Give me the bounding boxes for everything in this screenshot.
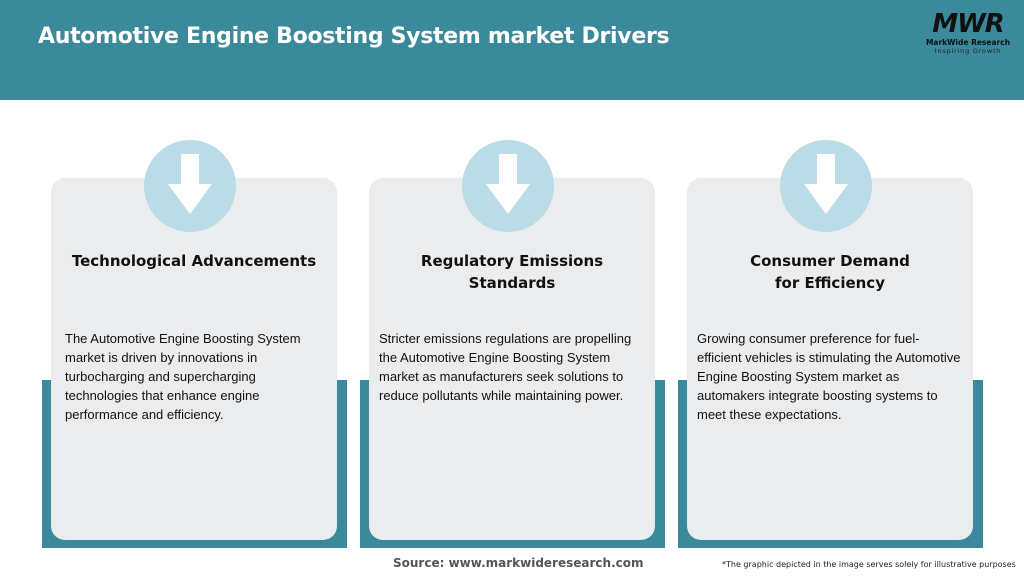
driver-card-1: Technological Advancements The Automotiv… xyxy=(42,140,356,550)
markwide-research-logo: MWR MarkWide Research Inspiring Growth xyxy=(920,10,1016,58)
logo-mark: MWR xyxy=(932,9,1005,39)
card-body: Growing consumer preference for fuel-eff… xyxy=(697,331,961,422)
arrow-down-icon xyxy=(780,140,872,232)
card-panel: Regulatory Emissions Standards Stricter … xyxy=(369,178,655,540)
card-panel: Consumer Demand for Efficiency Growing c… xyxy=(687,178,973,540)
card-body: Stricter emissions regulations are prope… xyxy=(379,331,632,403)
card-title: Regulatory Emissions Standards xyxy=(420,252,604,292)
page-title: Automotive Engine Boosting System market… xyxy=(38,24,670,49)
card-title: Technological Advancements xyxy=(71,252,317,270)
arrow-down-icon xyxy=(144,140,236,232)
driver-card-2: Regulatory Emissions Standards Stricter … xyxy=(360,140,674,550)
logo-name: MarkWide Research xyxy=(925,38,1011,47)
source-credit: Source: www.markwideresearch.com xyxy=(393,556,644,570)
card-panel: Technological Advancements The Automotiv… xyxy=(51,178,337,540)
disclaimer-note: *The graphic depicted in the image serve… xyxy=(722,560,1016,569)
driver-card-3: Consumer Demand for Efficiency Growing c… xyxy=(678,140,992,550)
arrow-down-icon xyxy=(462,140,554,232)
header-banner: Automotive Engine Boosting System market… xyxy=(0,0,1024,100)
card-title: Consumer Demand for Efficiency xyxy=(750,252,910,292)
logo-tagline: Inspiring Growth xyxy=(934,47,1002,55)
card-body: The Automotive Engine Boosting System ma… xyxy=(65,331,301,422)
